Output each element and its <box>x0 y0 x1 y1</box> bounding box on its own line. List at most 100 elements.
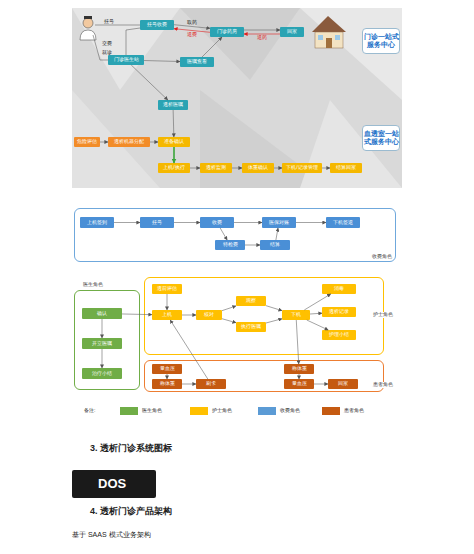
process-box: 刷卡 <box>196 379 226 389</box>
process-box: 称体重 <box>152 379 182 389</box>
box-text: 下机 <box>291 312 301 318</box>
box-text: 特检费 <box>223 242 238 248</box>
connector-arrow <box>245 245 260 246</box>
box-text: 门诊药房 <box>217 29 237 35</box>
process-box: 危险评估 <box>74 137 100 147</box>
box-text: 上机/执行 <box>163 165 184 171</box>
process-box: 结算回家 <box>330 163 362 173</box>
group-label: 医生角色 <box>83 282 103 288</box>
box-text: 回家 <box>338 381 348 387</box>
box-text: 血透室一站式服务中心 <box>363 130 399 146</box>
process-box: 下机/记录管理 <box>282 163 322 173</box>
connector-arrow <box>167 294 168 310</box>
process-box: 观察 <box>236 296 266 306</box>
connector-arrow <box>307 320 329 330</box>
text-label: 挂号 <box>104 18 114 24</box>
connector-arrow <box>314 384 328 385</box>
connector-arrow <box>266 319 282 323</box>
process-box: 量血压 <box>284 379 314 389</box>
group-box: 护士角色透前评估上机核对观察执行医嘱下机消毒透析记录护理小结 <box>144 277 384 355</box>
box-text: 观察 <box>246 298 256 304</box>
box-text: 下机签退 <box>333 220 353 226</box>
box-text: 门诊一站式服务中心 <box>363 33 399 49</box>
legend-swatch <box>190 407 208 415</box>
connector-arrow <box>182 384 196 385</box>
process-box: 执行医嘱 <box>236 322 266 332</box>
bg-triangle <box>300 8 402 100</box>
process-box: 透析机器分配 <box>108 137 150 147</box>
bg-triangle <box>72 90 160 188</box>
box-text: 体重确认 <box>248 165 268 171</box>
connector-arrow <box>234 222 262 223</box>
bg-triangle <box>180 8 300 80</box>
legend-text: 患者角色 <box>344 408 364 414</box>
process-box: 血透室一站式服务中心 <box>362 125 400 151</box>
connector-arrow <box>244 30 280 31</box>
connector-arrow <box>122 313 152 315</box>
group-label: 患者角色 <box>373 382 393 388</box>
connector-arrow <box>296 320 298 364</box>
section-heading: 3. 透析门诊系统图标 <box>90 442 172 455</box>
process-box: DOS <box>72 470 156 498</box>
group-box: 收费角色上机签到挂号收费医保对账下机签退特检费结算 <box>74 208 396 262</box>
process-box: 确认 <box>82 308 122 319</box>
box-text: 透析医嘱 <box>163 102 183 108</box>
box-text: 挂号收费 <box>147 22 167 28</box>
connector-arrow <box>173 147 175 163</box>
process-box: 护理小结 <box>322 330 356 340</box>
box-text: 结算 <box>270 242 280 248</box>
connector-arrow <box>276 228 278 240</box>
box-text: 透析机器分配 <box>114 139 144 145</box>
box-text: 称体重 <box>292 366 307 372</box>
box-text: 治疗小结 <box>92 371 112 377</box>
connector-arrow <box>310 313 322 315</box>
box-text: 透析监测 <box>206 165 226 171</box>
group-box: 医生角色确认开立医嘱治疗小结 <box>74 290 140 390</box>
box-text: DOS <box>98 477 126 492</box>
box-text: 回家 <box>287 29 297 35</box>
section-heading: 4. 透析门诊产品架构 <box>90 505 172 518</box>
box-text: 上机签到 <box>87 220 107 226</box>
box-text: 护理小结 <box>329 332 349 338</box>
process-box: 核对 <box>196 310 222 320</box>
box-text: 结算回家 <box>336 165 356 171</box>
process-box: 门诊药房 <box>210 27 244 37</box>
process-box: 透析监测 <box>200 163 232 173</box>
box-text: 准备确认 <box>164 139 184 145</box>
process-box: 门诊医生站 <box>108 55 144 65</box>
box-text: 下机/记录管理 <box>286 165 317 171</box>
connector-arrow <box>174 25 210 29</box>
box-text: 收费 <box>212 220 222 226</box>
process-box: 特检费 <box>215 240 245 250</box>
box-text: 门诊医生站 <box>114 57 139 63</box>
process-box: 体重确认 <box>242 163 274 173</box>
legend-swatch <box>120 407 138 415</box>
box-text: 透析记录 <box>329 309 349 315</box>
edge-label: 取药 <box>187 20 197 26</box>
text-label: 就诊 <box>102 49 112 55</box>
legend-swatch <box>258 407 276 415</box>
legend-text: 医生角色 <box>142 408 162 414</box>
process-box: 准备确认 <box>158 137 190 147</box>
process-box: 下机签退 <box>326 217 360 228</box>
box-text: 消毒 <box>334 286 344 292</box>
bg-triangle <box>72 8 180 90</box>
process-box: 结算 <box>260 240 290 250</box>
box-text: 刷卡 <box>206 381 216 387</box>
connector-arrow <box>190 168 200 169</box>
box-text: 挂号 <box>152 220 162 226</box>
connector-arrow <box>222 306 236 311</box>
box-text: 透前评估 <box>157 286 177 292</box>
process-box: 消毒 <box>322 284 356 294</box>
connector-arrow <box>102 319 103 338</box>
flow-line <box>95 25 140 26</box>
process-box: 挂号收费 <box>140 20 174 30</box>
process-box: 医嘱查看 <box>180 57 214 67</box>
legend-swatch <box>322 407 340 415</box>
connector-arrow <box>150 142 158 143</box>
connector-arrow <box>202 37 222 57</box>
process-box: 收费 <box>200 217 234 228</box>
edge-label: 退药 <box>257 35 267 41</box>
group-label: 护士角色 <box>373 312 393 318</box>
connector-arrow <box>131 65 168 100</box>
